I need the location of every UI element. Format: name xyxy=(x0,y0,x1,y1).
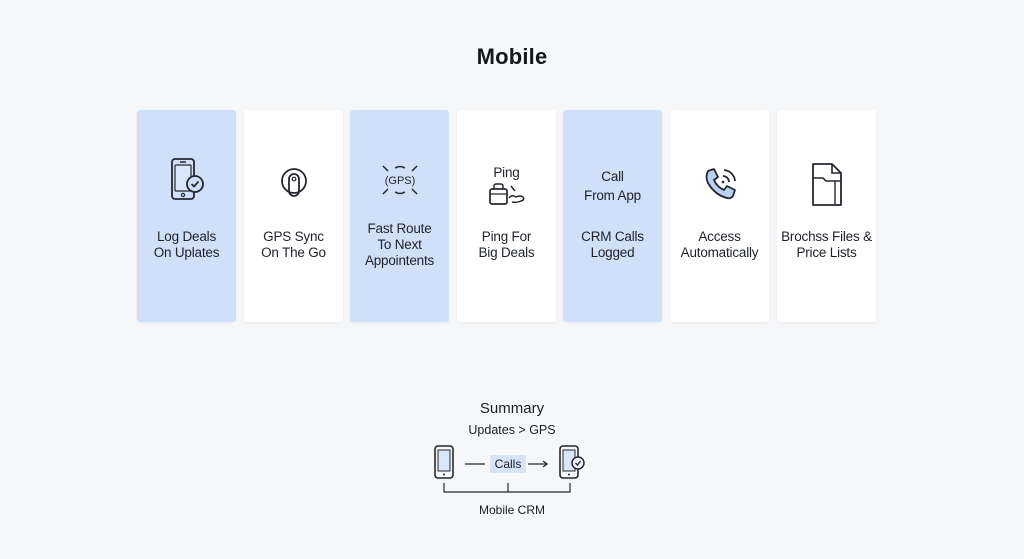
summary-footer: Mobile CRM xyxy=(478,503,545,517)
phone-icon xyxy=(434,445,454,479)
card-label-line: CRM Calls xyxy=(581,229,644,244)
card-fast-route[interactable]: (GPS) Fast Route To Next Appointents xyxy=(350,110,449,322)
calls-chip: Calls xyxy=(490,455,526,473)
bracket-line xyxy=(443,483,571,493)
card-label-line: GPS Sync xyxy=(263,229,324,244)
card-label: Log Deals On Uplates xyxy=(137,229,236,261)
card-label-line: On Uplates xyxy=(153,245,220,260)
card-label: Ping For Big Deals xyxy=(457,229,556,261)
card-label-line: Big Deals xyxy=(478,245,535,260)
card-label-line: Access xyxy=(698,229,741,244)
card-top-label-line: From App xyxy=(584,188,641,203)
card-label-line: Automatically xyxy=(680,245,759,260)
card-top-label: Call From App xyxy=(563,167,662,205)
phone-check-icon xyxy=(137,157,236,205)
card-access[interactable]: Access Automatically xyxy=(670,110,769,322)
summary-subtitle: Updates > GPS xyxy=(468,423,556,437)
card-label-line: Fast Route xyxy=(367,221,432,236)
card-ping[interactable]: Ping Ping For Big Deals xyxy=(457,110,556,322)
card-label: Fast Route To Next Appointents xyxy=(350,221,449,269)
card-label-line: To Next xyxy=(377,237,422,252)
location-pin-icon xyxy=(244,166,343,204)
card-label-line: Logged xyxy=(590,245,635,260)
summary-flow-diagram xyxy=(434,445,585,493)
card-label-line: On The Go xyxy=(261,245,326,260)
svg-text:(GPS): (GPS) xyxy=(384,175,415,187)
card-crm-calls[interactable]: Call From App CRM Calls Logged xyxy=(563,110,662,322)
card-top-label: Ping xyxy=(493,165,520,180)
card-label: Access Automatically xyxy=(670,229,769,261)
card-label-line: Brochss Files & xyxy=(781,229,872,244)
card-log-deals[interactable]: Log Deals On Uplates xyxy=(137,110,236,322)
page-title: Mobile xyxy=(476,44,548,69)
card-label-line: Ping For xyxy=(481,229,532,244)
card-top-label-line: Call xyxy=(601,169,624,184)
document-folder-icon xyxy=(777,162,876,208)
card-gps-sync[interactable]: GPS Sync On The Go xyxy=(244,110,343,322)
card-label-line: Appointents xyxy=(364,253,435,268)
phone-check-icon xyxy=(559,445,585,479)
gps-signal-icon: (GPS) xyxy=(350,163,449,197)
card-label: CRM Calls Logged xyxy=(563,229,662,261)
card-label: GPS Sync On The Go xyxy=(244,229,343,261)
bag-hand-icon xyxy=(457,182,556,208)
card-label-line: Price Lists xyxy=(796,245,857,260)
summary-title: Summary xyxy=(479,400,545,417)
card-brochures[interactable]: Brochss Files & Price Lists xyxy=(777,110,876,322)
card-label: Brochss Files & Price Lists xyxy=(777,229,876,261)
phone-call-icon xyxy=(670,165,769,205)
card-label-line: Log Deals xyxy=(157,229,216,244)
